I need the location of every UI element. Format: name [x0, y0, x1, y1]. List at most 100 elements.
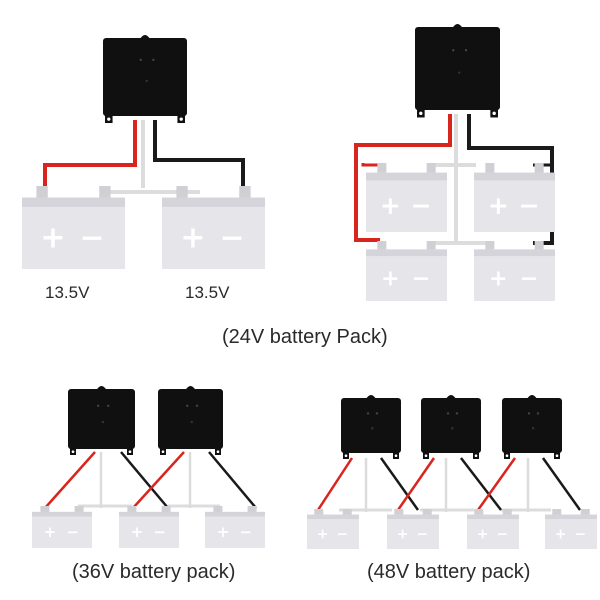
positive-symbol: +	[40, 221, 65, 256]
body-dot	[366, 412, 370, 415]
negative-post	[239, 186, 251, 199]
balancer-body	[415, 27, 500, 110]
negative-wire	[153, 120, 245, 186]
positive-post	[485, 241, 495, 251]
positive-symbol: +	[488, 191, 509, 220]
negative-symbol: −	[416, 527, 428, 543]
battery-top-band	[119, 511, 179, 517]
body-dot	[139, 58, 142, 62]
battery-top-band	[474, 172, 555, 181]
batteries-layer: +−+−+−+−+−+−+−+−+−+−+−+−+−	[22, 163, 597, 549]
battery-top-band	[366, 249, 447, 257]
negative-symbol: −	[520, 267, 538, 292]
negative-symbol: −	[79, 221, 104, 256]
body-dot	[96, 404, 100, 407]
negative-wire	[120, 451, 169, 509]
battery-body	[545, 514, 597, 549]
negative-post	[161, 506, 171, 513]
battery-body	[467, 514, 519, 549]
positive-wire	[44, 451, 96, 509]
mounting-hole	[394, 454, 398, 458]
body-dot	[371, 427, 374, 430]
battery-body	[366, 249, 447, 301]
battery-3: +−	[366, 241, 447, 301]
body-dot	[532, 427, 535, 430]
negative-post	[99, 186, 111, 199]
negative-symbol: −	[154, 523, 167, 541]
battery-top-band	[387, 514, 439, 520]
negative-symbol: −	[411, 191, 432, 220]
battery-2: +−	[162, 186, 265, 269]
battery-3: +−	[467, 509, 519, 549]
battery-top-band	[162, 197, 265, 207]
battery-top-band	[307, 514, 359, 520]
negative-symbol: −	[519, 191, 540, 220]
positive-post	[127, 506, 137, 513]
positive-post	[377, 241, 387, 251]
negative-wire	[460, 457, 502, 511]
positive-post	[474, 509, 484, 516]
voltage-label-battery-1: 13.5V	[45, 283, 90, 302]
negative-post	[422, 509, 432, 516]
balancer-module-2	[158, 386, 223, 455]
body-dot	[195, 404, 199, 407]
negative-post	[534, 163, 544, 174]
negative-wire	[379, 457, 420, 511]
balancer-module	[103, 35, 187, 124]
positive-symbol: +	[317, 527, 329, 543]
balancer-body	[103, 38, 187, 116]
balancer-module-2	[421, 395, 481, 459]
body-dot	[458, 71, 461, 74]
body-dot	[451, 427, 454, 430]
battery-body	[22, 197, 125, 269]
voltage-label-battery-2: 13.5V	[185, 283, 230, 302]
negative-symbol: −	[496, 527, 508, 543]
caption-36v-pack: (36V battery pack)	[72, 561, 236, 583]
balancers-layer	[68, 24, 562, 459]
battery-body	[119, 511, 179, 548]
positive-symbol: +	[489, 267, 507, 292]
battery-top-band	[205, 511, 265, 517]
negative-post	[342, 509, 352, 516]
positive-wire	[132, 451, 185, 509]
balancer-body	[502, 398, 562, 453]
mounting-hole	[474, 454, 478, 458]
body-dot	[152, 58, 155, 62]
caption-24v-pack: (24V battery Pack)	[222, 326, 388, 348]
negative-symbol: −	[574, 527, 586, 543]
battery-top-band	[474, 249, 555, 257]
body-dot	[375, 412, 379, 415]
positive-wire	[43, 120, 137, 186]
battery-body	[474, 172, 555, 232]
positive-symbol: +	[381, 267, 399, 292]
negative-symbol: −	[219, 221, 244, 256]
parallel-positive-link	[361, 163, 380, 167]
battery-2: +−	[119, 506, 179, 548]
battery-2: +−	[474, 163, 555, 232]
positive-post	[176, 186, 188, 199]
body-dot	[107, 404, 110, 407]
positive-post	[394, 509, 404, 516]
balancer-body	[158, 389, 223, 449]
positive-post	[36, 186, 48, 199]
body-dot	[536, 412, 540, 415]
positive-wire	[476, 457, 517, 511]
battery-3: +−	[205, 506, 265, 548]
mounting-hole	[179, 117, 183, 121]
negative-wire	[467, 114, 554, 245]
body-dot	[190, 420, 193, 424]
negative-symbol: −	[412, 267, 430, 292]
balancer-module-1	[68, 386, 135, 455]
battery-top-band	[545, 514, 597, 520]
positive-wire	[316, 457, 354, 511]
positive-post	[314, 509, 324, 516]
mounting-hole	[555, 454, 559, 458]
battery-top-band	[467, 514, 519, 520]
mounting-hole	[216, 450, 220, 454]
battery-top-band	[32, 511, 92, 517]
negative-wire	[208, 451, 257, 509]
positive-post	[40, 506, 50, 513]
positive-post	[485, 163, 495, 174]
positive-symbol: +	[397, 527, 409, 543]
